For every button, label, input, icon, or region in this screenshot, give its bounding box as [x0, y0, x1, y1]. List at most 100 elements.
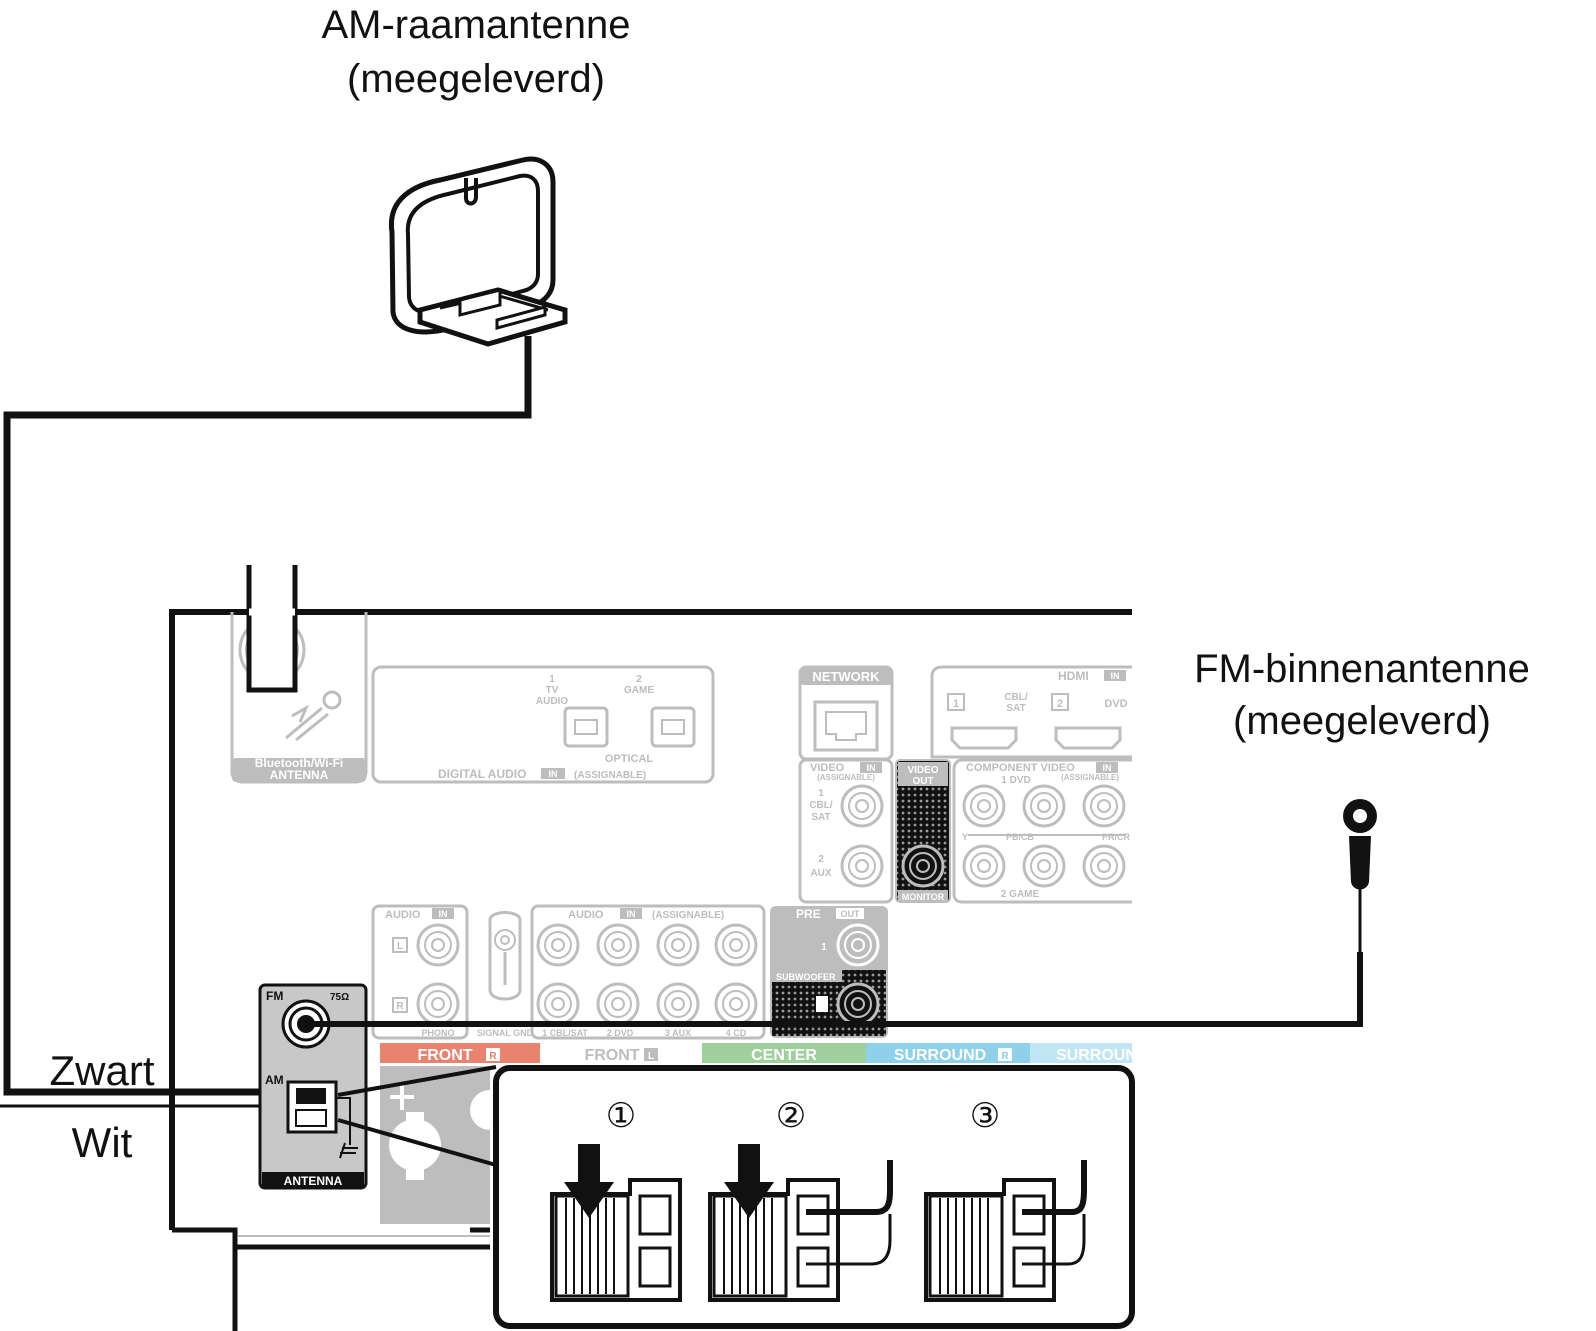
fm-antenna-label-line1: FM-binnenantenne	[1194, 647, 1530, 691]
fm-indoor-antenna	[306, 799, 1377, 1027]
hdmi-port-1[interactable]	[950, 726, 1018, 750]
svg-text:(ASSIGNABLE): (ASSIGNABLE)	[1061, 773, 1119, 782]
am-push-terminal[interactable]	[286, 1080, 358, 1159]
svg-text:L: L	[397, 941, 403, 952]
svg-text:AUDIO: AUDIO	[536, 696, 568, 707]
svg-text:1: 1	[953, 698, 959, 710]
svg-text:IN: IN	[549, 769, 558, 779]
antenna-symbol-icon	[285, 690, 342, 742]
svg-text:TV: TV	[546, 685, 559, 696]
step-3-number: ③	[970, 1096, 1000, 1136]
wire-white-label: Wit	[72, 1119, 133, 1166]
speaker-bands: FRONT R FRONT L CENTER SURROUND R SURROU…	[380, 1043, 1137, 1064]
am-loop-antenna	[388, 156, 568, 347]
component-jacks[interactable]	[962, 784, 1126, 888]
svg-text:CBL/: CBL/	[1004, 692, 1028, 703]
svg-text:IN: IN	[1111, 671, 1120, 681]
am-antenna-label-line2: (meegeleverd)	[347, 57, 605, 101]
svg-text:SURROUN: SURROUN	[1056, 1047, 1137, 1064]
svg-text:IN: IN	[1103, 763, 1112, 773]
hdmi-port-2[interactable]	[1054, 726, 1122, 750]
step-2-terminal	[708, 1144, 893, 1302]
svg-text:SURROUND: SURROUND	[894, 1047, 986, 1064]
svg-text:PB/CB: PB/CB	[1006, 832, 1035, 842]
optical-port-1[interactable]	[563, 706, 609, 748]
svg-text:IN: IN	[439, 909, 448, 919]
svg-text:ANTENNA: ANTENNA	[284, 1174, 343, 1188]
svg-text:SAT: SAT	[1006, 703, 1025, 714]
step-3-terminal	[924, 1160, 1087, 1302]
surround-r-band	[866, 1043, 1030, 1063]
step-1-terminal	[550, 1144, 682, 1302]
monitor-out-jack[interactable]	[901, 844, 945, 888]
svg-text:(ASSIGNABLE): (ASSIGNABLE)	[652, 910, 724, 921]
bt-label-2: ANTENNA	[270, 768, 329, 782]
svg-text:SIGNAL GND: SIGNAL GND	[477, 1028, 534, 1038]
zoom-callout-lines	[337, 1065, 497, 1167]
audio-in-phono-section: AUDIO IN L R PHONO	[371, 904, 469, 1040]
svg-text:(ASSIGNABLE): (ASSIGNABLE)	[574, 770, 646, 781]
svg-text:NETWORK: NETWORK	[812, 669, 880, 684]
push-down-arrow-icon	[564, 1144, 614, 1218]
network-section: NETWORK	[798, 665, 894, 761]
svg-text:SAT: SAT	[811, 812, 830, 823]
fm-antenna-label-line2: (meegeleverd)	[1233, 699, 1491, 743]
push-down-arrow-icon	[724, 1144, 774, 1218]
svg-text:(ASSIGNABLE): (ASSIGNABLE)	[817, 773, 875, 782]
svg-text:IN: IN	[867, 763, 876, 773]
svg-text:2 GAME: 2 GAME	[1001, 889, 1040, 900]
hdmi-section: HDMI IN 1 CBL/ SAT 2 DVD	[930, 665, 1132, 759]
svg-text:1: 1	[549, 674, 555, 685]
svg-text:AUDIO: AUDIO	[385, 909, 421, 921]
svg-text:IN: IN	[627, 909, 636, 919]
ethernet-port[interactable]	[813, 700, 879, 752]
svg-text:AUX: AUX	[810, 868, 831, 879]
svg-text:Y: Y	[962, 832, 968, 842]
video-jack-1[interactable]	[840, 784, 884, 828]
svg-text:FM: FM	[266, 989, 283, 1003]
video-jack-2[interactable]	[840, 844, 884, 888]
svg-text:MONITOR: MONITOR	[902, 892, 945, 902]
audio-assignable-jacks[interactable]	[536, 923, 758, 1026]
pre-out-section: PRE OUT 1 SUBWOOFER	[770, 906, 888, 1038]
svg-text:COMPONENT VIDEO: COMPONENT VIDEO	[966, 762, 1075, 774]
svg-text:CBL/: CBL/	[809, 800, 833, 811]
svg-text:CENTER: CENTER	[751, 1047, 817, 1064]
am-antenna-cable	[3, 336, 532, 1096]
step-1-number: ①	[606, 1096, 636, 1136]
svg-text:OUT: OUT	[841, 909, 861, 919]
svg-text:1: 1	[818, 788, 824, 799]
audio-assignable-section: AUDIO IN (ASSIGNABLE) 1 CBL/SAT 2 DVD 3 …	[530, 904, 766, 1040]
svg-text:AM: AM	[265, 1073, 284, 1087]
svg-text:1: 1	[821, 942, 827, 953]
bt-label-1: Bluetooth/Wi-Fi	[255, 756, 344, 770]
digital-audio-section: 1 TV AUDIO 2 GAME OPTICAL DIGITAL AUDIO …	[371, 665, 715, 784]
svg-text:SUBWOOFER: SUBWOOFER	[776, 972, 836, 982]
svg-text:R: R	[1001, 1051, 1009, 1062]
svg-text:1 CBL/SAT: 1 CBL/SAT	[542, 1028, 588, 1038]
svg-text:FRONT: FRONT	[417, 1047, 472, 1064]
signal-gnd-terminal[interactable]: SIGNAL GND	[477, 911, 534, 1039]
optical-port-2[interactable]	[650, 706, 696, 748]
svg-text:2: 2	[636, 674, 642, 685]
pre-out-jack[interactable]	[836, 923, 880, 967]
svg-text:PHONO: PHONO	[421, 1028, 454, 1038]
svg-text:OUT: OUT	[912, 776, 933, 787]
svg-text:OPTICAL: OPTICAL	[605, 753, 654, 765]
svg-text:75Ω: 75Ω	[330, 992, 349, 1003]
subwoofer-jack[interactable]	[836, 982, 880, 1026]
svg-text:FRONT: FRONT	[584, 1047, 639, 1064]
svg-text:2: 2	[818, 854, 824, 865]
svg-text:AUDIO: AUDIO	[568, 909, 604, 921]
svg-text:3 AUX: 3 AUX	[665, 1028, 691, 1038]
speaker-terminal-front-r[interactable]	[380, 1066, 510, 1224]
svg-text:L: L	[648, 1051, 654, 1062]
surround-band	[1030, 1043, 1132, 1063]
svg-text:2 DVD: 2 DVD	[607, 1028, 634, 1038]
svg-text:PRE: PRE	[796, 907, 821, 921]
svg-text:VIDEO: VIDEO	[810, 762, 845, 774]
video-out-section: VIDEO OUT MONITOR	[895, 759, 951, 903]
zoom-box-steps: ① ② ③	[493, 1065, 1135, 1329]
phono-jacks[interactable]	[416, 923, 460, 1026]
